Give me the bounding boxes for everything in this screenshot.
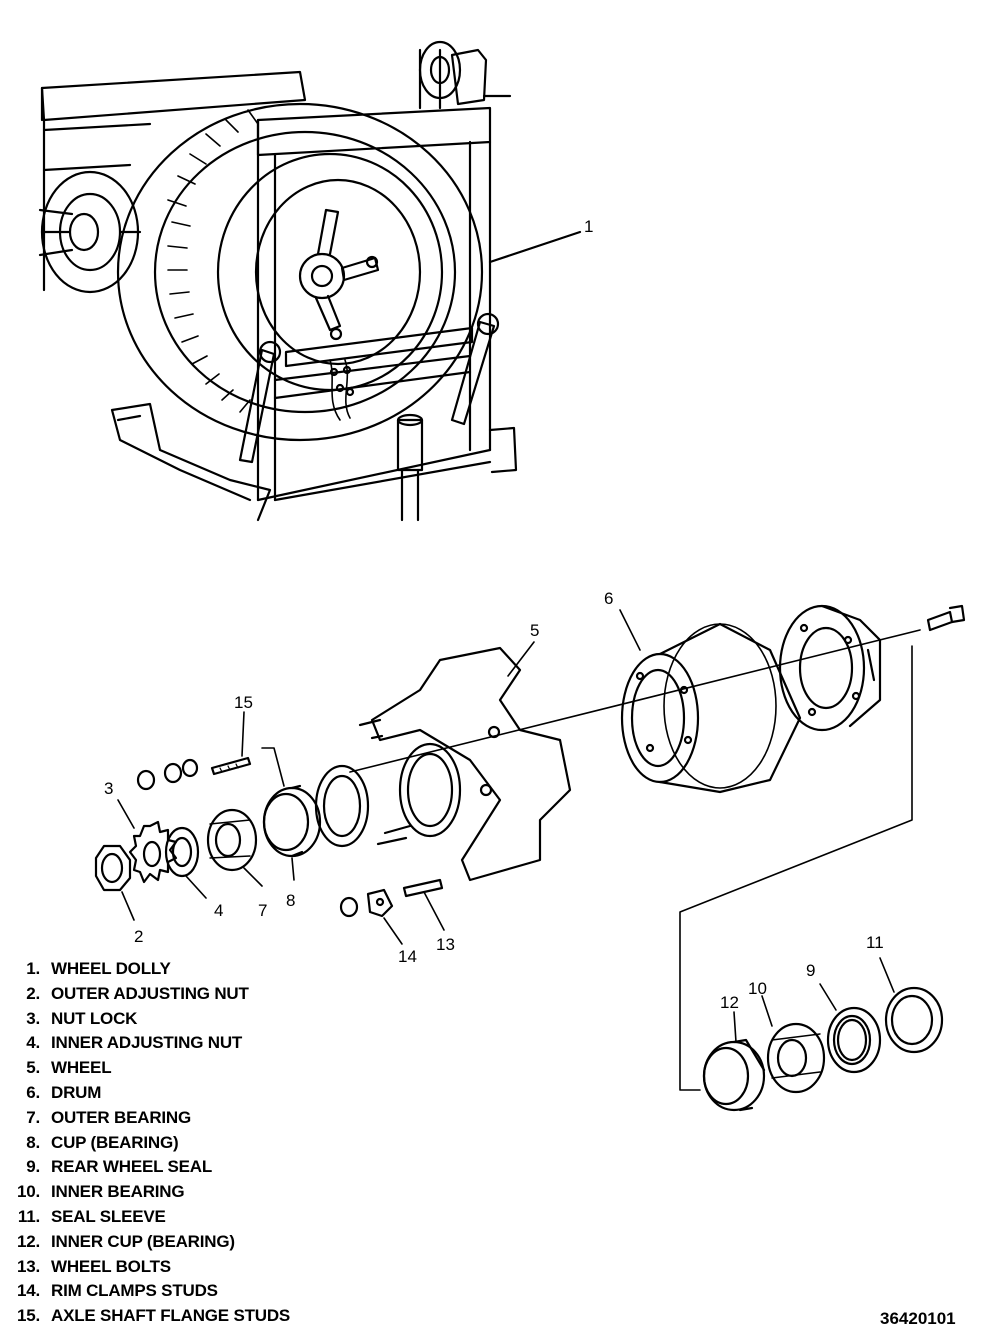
callout-6: 6 bbox=[604, 589, 613, 608]
legend-item: 9.REAR WHEEL SEAL bbox=[26, 1157, 213, 1177]
legend-item: 12.INNER CUP (BEARING) bbox=[16, 1231, 235, 1251]
legend-item: 14.RIM CLAMPS STUDS bbox=[16, 1281, 218, 1301]
callout-15: 15 bbox=[234, 693, 253, 712]
legend-item: 3.NUT LOCK bbox=[26, 1008, 138, 1028]
callout-3: 3 bbox=[104, 779, 113, 798]
exploded-hub-illustration bbox=[94, 604, 966, 1112]
callout-13: 13 bbox=[436, 935, 455, 954]
callout-1: 1 bbox=[584, 217, 593, 236]
callout-2: 2 bbox=[134, 927, 143, 946]
figure-id: 36420101 bbox=[880, 1309, 956, 1328]
callout-4: 4 bbox=[214, 901, 223, 920]
callout-labels: 1 2 3 4 5 6 7 8 9 10 11 12 13 14 15 bbox=[104, 217, 884, 1012]
parts-legend: 1.WHEEL DOLLY 2.OUTER ADJUSTING NUT 3.NU… bbox=[6, 957, 290, 1329]
legend-item: 8.CUP (BEARING) bbox=[26, 1132, 179, 1152]
legend-item: 5.WHEEL bbox=[26, 1058, 112, 1078]
wheel-dolly-illustration bbox=[38, 40, 582, 522]
callout-12: 12 bbox=[720, 993, 739, 1012]
legend-item: 2.OUTER ADJUSTING NUT bbox=[26, 983, 249, 1003]
callout-8: 8 bbox=[286, 891, 295, 910]
legend-item: 4.INNER ADJUSTING NUT bbox=[26, 1033, 243, 1053]
callout-11: 11 bbox=[866, 933, 884, 952]
legend-item: 13.WHEEL BOLTS bbox=[16, 1256, 171, 1276]
callout-14: 14 bbox=[398, 947, 417, 966]
legend-item: 11.SEAL SLEEVE bbox=[17, 1206, 166, 1226]
legend-item: 15.AXLE SHAFT FLANGE STUDS bbox=[16, 1306, 291, 1326]
legend-item: 7.OUTER BEARING bbox=[26, 1107, 192, 1127]
callout-7: 7 bbox=[258, 901, 267, 920]
legend-item: 6.DRUM bbox=[26, 1082, 102, 1102]
callout-5: 5 bbox=[530, 621, 539, 640]
legend-item: 1.WHEEL DOLLY bbox=[26, 959, 171, 978]
legend-item: 10.INNER BEARING bbox=[16, 1182, 185, 1202]
callout-10: 10 bbox=[748, 979, 767, 998]
callout-9: 9 bbox=[806, 961, 815, 980]
